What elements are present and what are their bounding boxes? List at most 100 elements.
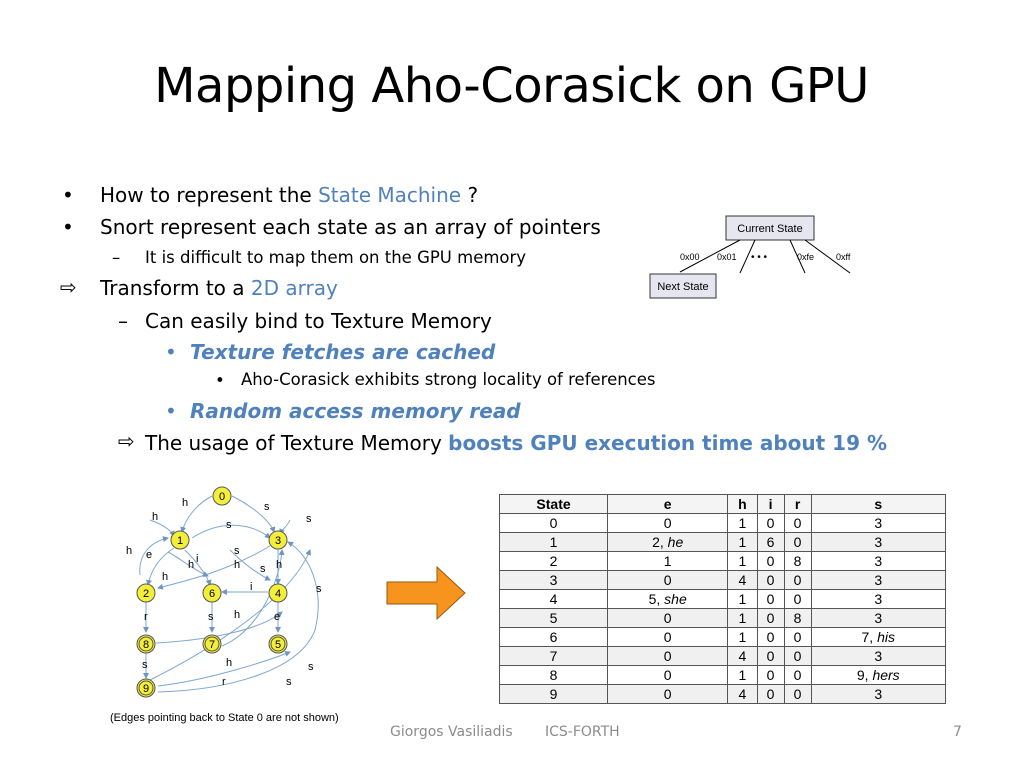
dash-marker: – <box>118 309 128 333</box>
next-state-box <box>649 273 717 299</box>
bullet-transform: Transform to a 2D array <box>100 276 338 300</box>
state-node <box>170 530 190 550</box>
bullet-text: The usage of Texture Memory <box>145 431 449 455</box>
table-cell: 7 <box>498 646 609 666</box>
edge-label: h <box>226 657 232 669</box>
table-cell: 0 <box>756 608 785 628</box>
edge-label: s <box>316 583 322 595</box>
bullet-text-suffix: ? <box>461 183 479 207</box>
table-cell: 0 <box>783 665 812 685</box>
edge-label: r <box>222 676 226 688</box>
dash-marker: – <box>112 248 121 267</box>
bullet-text: Transform to a <box>100 276 251 300</box>
edge-labels: h s h s s h e i s h h s h s r h i s s e … <box>126 497 322 688</box>
table-cell: 1 <box>727 551 758 571</box>
table-cell: 4 <box>727 684 758 704</box>
table-cell: 0 <box>607 665 729 685</box>
table-cell: 0 <box>607 627 729 647</box>
table-cell: 8 <box>783 551 812 571</box>
offset-label: 0xfe <box>797 252 814 262</box>
table-cell: 0 <box>607 570 729 590</box>
table-cell: 2 <box>498 551 609 571</box>
table-cell: 3 <box>810 513 947 533</box>
table-cell: 3 <box>498 570 609 590</box>
table-cell: 0 <box>498 513 609 533</box>
state-node-label: 9 <box>143 683 149 695</box>
accepting-state-ring <box>204 636 220 652</box>
table-cell: 0 <box>783 570 812 590</box>
edge-label: s <box>286 676 292 688</box>
state-node-label: 7 <box>209 639 215 651</box>
bullet-snort: Snort represent each state as an array o… <box>100 215 601 239</box>
boost-highlight: boosts GPU execution time about 19 % <box>448 431 887 455</box>
table-cell: 6 <box>756 532 785 552</box>
table-cell: 0 <box>756 627 785 647</box>
table-cell: 3 <box>810 551 947 571</box>
slide-title: Mapping Aho-Corasick on GPU <box>154 58 869 114</box>
ellipsis-label: • • • <box>751 252 768 263</box>
2d-array-highlight: 2D array <box>250 276 338 300</box>
pointer-edge <box>804 239 851 274</box>
table-cell: 4 <box>727 646 758 666</box>
edge-label: s <box>142 659 148 671</box>
bullet-random-access: Random access memory read <box>190 399 521 423</box>
table-header-cell: h <box>727 494 758 514</box>
table-cell: 0 <box>783 532 812 552</box>
state-node <box>136 583 156 603</box>
bullet-text: How to represent the <box>100 183 319 207</box>
bullet-fetches-cached: Texture fetches are cached <box>190 340 496 364</box>
arrow-bullet-icon: ⇨ <box>60 275 77 299</box>
edge-label: s <box>234 545 240 557</box>
table-cell: 0 <box>607 608 729 628</box>
table-cell: 4 <box>727 570 758 590</box>
edge-label: s <box>306 513 312 525</box>
table-cell: 3 <box>810 532 947 552</box>
transform-arrow-icon <box>386 565 466 621</box>
table-header-cell: State <box>498 494 609 514</box>
state-node <box>136 634 156 654</box>
table-cell: 9, hers <box>810 665 947 685</box>
pointer-array-diagram: Current State 0x00 0x01 • • • 0xfe 0xff … <box>649 215 851 299</box>
accepting-state-ring <box>270 636 286 652</box>
edge-label: h <box>162 571 168 583</box>
table-cell: 0 <box>783 684 812 704</box>
table-cell: 1 <box>498 532 609 552</box>
table-cell: 1 <box>727 532 758 552</box>
table-cell: 9 <box>498 684 609 704</box>
state-node <box>212 486 232 506</box>
table-cell: 0 <box>756 684 785 704</box>
edge-label: h <box>188 559 194 571</box>
table-cell: 7, his <box>810 627 947 647</box>
table-cell: 1 <box>727 627 758 647</box>
table-cell: 1 <box>727 513 758 533</box>
edge-label: h <box>234 559 240 571</box>
table-cell: 4 <box>498 589 609 609</box>
edge-label: s <box>264 501 270 513</box>
table-header-cell: e <box>607 494 729 514</box>
footer-author: Giorgos Vasiliadis <box>390 724 513 740</box>
bullet-dot: • <box>215 371 225 390</box>
edge-label: s <box>260 563 266 575</box>
table-cell: 3 <box>810 646 947 666</box>
edge-label: s <box>308 661 314 673</box>
table-cell: 1 <box>727 608 758 628</box>
state-node-label: 3 <box>275 535 281 547</box>
table-cell: 0 <box>756 646 785 666</box>
offset-label: 0x00 <box>680 252 700 262</box>
pointer-edge <box>789 239 806 274</box>
bullet-dot: • <box>62 183 74 207</box>
pointer-edge <box>679 239 741 273</box>
table-header-cell: i <box>756 494 785 514</box>
state-node <box>202 634 222 654</box>
bullet-dot: • <box>62 215 74 239</box>
table-cell: 3 <box>810 608 947 628</box>
bullet-dot: • <box>165 399 177 423</box>
